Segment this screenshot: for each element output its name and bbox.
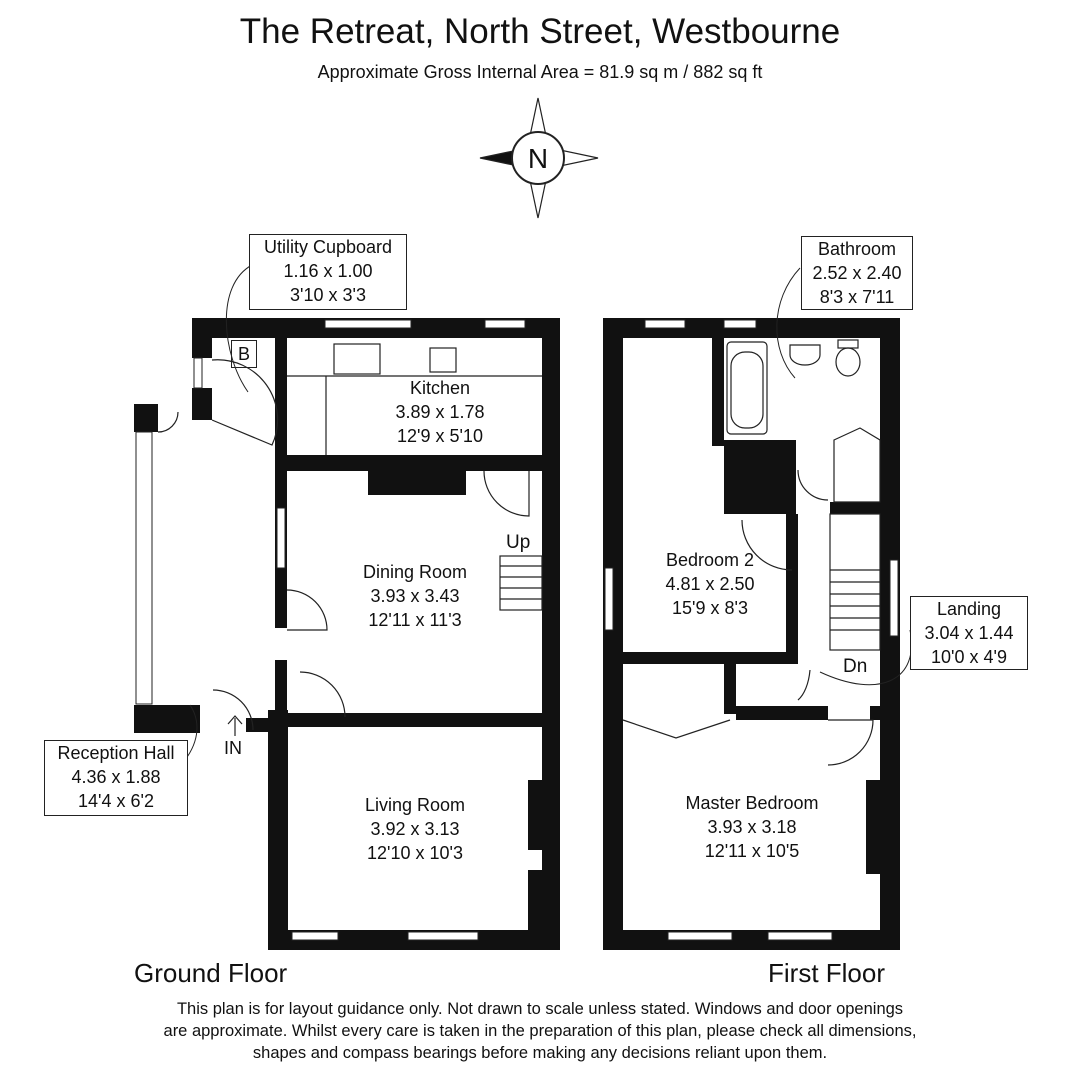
kitchen-metric: 3.89 x 1.78 bbox=[395, 402, 485, 422]
first-floor-windows bbox=[604, 319, 899, 941]
boiler-marker: B bbox=[231, 340, 257, 368]
reception-hall-metric: 4.36 x 1.88 bbox=[71, 767, 161, 787]
disclaimer-line-1: This plan is for layout guidance only. N… bbox=[176, 1000, 904, 1018]
bathroom-metric: 2.52 x 2.40 bbox=[812, 263, 902, 283]
utility-cupboard-name: Utility Cupboard bbox=[263, 237, 393, 257]
area-subtitle: Approximate Gross Internal Area = 81.9 s… bbox=[317, 62, 763, 82]
disclaimer: This plan is for layout guidance only. N… bbox=[90, 998, 990, 1064]
first-floor-label: First Floor bbox=[768, 958, 885, 988]
entrance-label: IN bbox=[224, 738, 242, 758]
dining-room-name: Dining Room bbox=[362, 562, 468, 582]
bathroom-name: Bathroom bbox=[817, 239, 897, 259]
kitchen-imperial: 12'9 x 5'10 bbox=[397, 426, 483, 446]
ground-floor-windows bbox=[135, 319, 526, 941]
living-room-name: Living Room bbox=[364, 795, 466, 815]
ground-stairs bbox=[499, 555, 543, 611]
master-bedroom-name: Master Bedroom bbox=[685, 793, 819, 813]
ground-doors bbox=[157, 359, 530, 731]
entrance-arrow-icon bbox=[227, 715, 243, 736]
kitchen-worktop bbox=[287, 343, 542, 455]
landing-box: Landing 3.04 x 1.44 10'0 x 4'9 bbox=[910, 596, 1028, 670]
landing-name: Landing bbox=[936, 599, 1002, 619]
bedroom-2-name: Bedroom 2 bbox=[665, 550, 755, 570]
master-bedroom-label: Master Bedroom 3.93 x 3.18 12'11 x 10'5 bbox=[662, 791, 842, 863]
bedroom-2-label: Bedroom 2 4.81 x 2.50 15'9 x 8'3 bbox=[640, 548, 780, 620]
reception-hall-box: Reception Hall 4.36 x 1.88 14'4 x 6'2 bbox=[44, 740, 188, 816]
dining-room-imperial: 12'11 x 11'3 bbox=[368, 610, 462, 630]
living-room-imperial: 12'10 x 10'3 bbox=[367, 843, 463, 863]
landing-metric: 3.04 x 1.44 bbox=[924, 623, 1014, 643]
master-bedroom-metric: 3.93 x 3.18 bbox=[707, 817, 797, 837]
bathroom-fixtures bbox=[726, 339, 881, 503]
kitchen-label: Kitchen 3.89 x 1.78 12'9 x 5'10 bbox=[340, 376, 540, 448]
disclaimer-line-2: are approximate. Whilst every care is ta… bbox=[163, 1022, 917, 1040]
landing-imperial: 10'0 x 4'9 bbox=[931, 647, 1007, 667]
kitchen-name: Kitchen bbox=[409, 378, 471, 398]
stairs-up-label: Up bbox=[506, 532, 531, 553]
living-room-label: Living Room 3.92 x 3.13 12'10 x 10'3 bbox=[330, 793, 500, 865]
first-floor-walls bbox=[603, 318, 900, 950]
bathroom-box: Bathroom 2.52 x 2.40 8'3 x 7'11 bbox=[801, 236, 913, 310]
ground-floor-label: Ground Floor bbox=[134, 958, 288, 988]
dining-room-label: Dining Room 3.93 x 3.43 12'11 x 11'3 bbox=[330, 560, 500, 632]
disclaimer-line-3: shapes and compass bearings before makin… bbox=[252, 1044, 828, 1062]
first-floor-stairs bbox=[829, 513, 881, 651]
dining-room-metric: 3.93 x 3.43 bbox=[370, 586, 460, 606]
reception-hall-name: Reception Hall bbox=[57, 743, 175, 763]
first-floor-doors bbox=[622, 469, 874, 766]
utility-cupboard-imperial: 3'10 x 3'3 bbox=[290, 285, 366, 305]
reception-hall-imperial: 14'4 x 6'2 bbox=[78, 791, 154, 811]
utility-cupboard-box: Utility Cupboard 1.16 x 1.00 3'10 x 3'3 bbox=[249, 234, 407, 310]
utility-cupboard-metric: 1.16 x 1.00 bbox=[283, 261, 373, 281]
living-room-metric: 3.92 x 3.13 bbox=[370, 819, 460, 839]
bedroom-2-metric: 4.81 x 2.50 bbox=[665, 574, 755, 594]
compass-north-label: N bbox=[528, 143, 548, 174]
ground-floor-walls bbox=[134, 318, 560, 950]
bedroom-2-imperial: 15'9 x 8'3 bbox=[672, 598, 748, 618]
stairs-down-label: Dn bbox=[843, 656, 868, 677]
compass-icon bbox=[479, 97, 599, 219]
master-bedroom-imperial: 12'11 x 10'5 bbox=[704, 841, 800, 861]
bathroom-imperial: 8'3 x 7'11 bbox=[819, 287, 895, 307]
plan-title: The Retreat, North Street, Westbourne bbox=[239, 12, 841, 51]
